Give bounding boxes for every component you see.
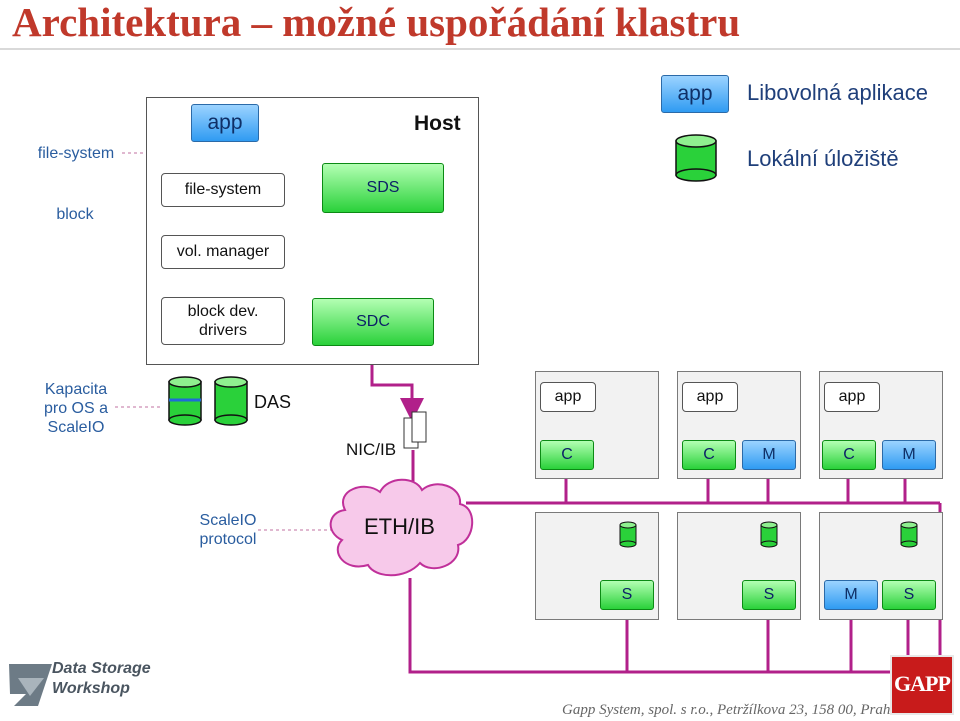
workshop-logo <box>4 656 144 716</box>
das-disk-1-icon <box>168 376 202 426</box>
client-1-app-box: app <box>540 382 596 412</box>
client-3-c-box: C <box>822 440 876 470</box>
storage-1-s-box: S <box>600 580 654 610</box>
client-3-m-box: M <box>882 440 936 470</box>
file-system-box: file-system <box>161 173 285 207</box>
side-label-file-system: file-system <box>37 145 115 162</box>
workshop-line1: Data Storage <box>52 660 151 677</box>
side-label-block: block <box>56 206 94 223</box>
nic-label: NIC/IB <box>346 440 397 459</box>
client-2-app-box: app <box>682 382 738 412</box>
sdc-box: SDC <box>312 298 434 346</box>
client-3-app-box: app <box>824 382 880 412</box>
host-label: Host <box>414 112 461 135</box>
storage-2-m-box: M <box>824 580 878 610</box>
network-cloud <box>329 478 474 577</box>
gapp-logo: GAPP <box>890 655 954 715</box>
workshop-line2: Workshop <box>52 680 130 697</box>
side-label-protocol: ScaleIO protocol <box>199 512 257 548</box>
gapp-logo-text: GAPP <box>894 671 951 696</box>
sds-box: SDS <box>322 163 444 213</box>
legend-storage-icon <box>675 134 717 182</box>
storage-1-disk-icon <box>619 521 637 548</box>
storage-2-disk-icon <box>760 521 778 548</box>
das-label: DAS <box>254 392 292 412</box>
das-disk-2-icon <box>214 376 248 426</box>
legend-storage-text: Lokální úložiště <box>747 146 899 171</box>
legend-app-text: Libovolná aplikace <box>747 80 929 105</box>
title-divider <box>0 48 960 50</box>
sdc-nic-link <box>360 333 424 422</box>
client-2-c-box: C <box>682 440 736 470</box>
network-label: ETH/IB <box>364 514 435 539</box>
page-title: Architektura – možné uspořádání klastru <box>12 0 741 45</box>
vol-manager-box: vol. manager <box>161 235 285 269</box>
storage-3-s-box: S <box>882 580 936 610</box>
side-label-capacity: Kapacita pro OS a ScaleIO <box>43 381 109 436</box>
client-2-m-box: M <box>742 440 796 470</box>
client-1-c-box: C <box>540 440 594 470</box>
host-app-box: app <box>191 104 259 142</box>
company-footer: Gapp System, spol. s r.o., Petržílkova 2… <box>562 702 898 718</box>
block-drivers-box: block dev. drivers <box>161 297 285 345</box>
network-bus-lower <box>408 578 940 674</box>
storage-2-s-box: S <box>742 580 796 610</box>
legend-app-box: app <box>661 75 729 113</box>
storage-3-disk-icon <box>900 521 918 548</box>
